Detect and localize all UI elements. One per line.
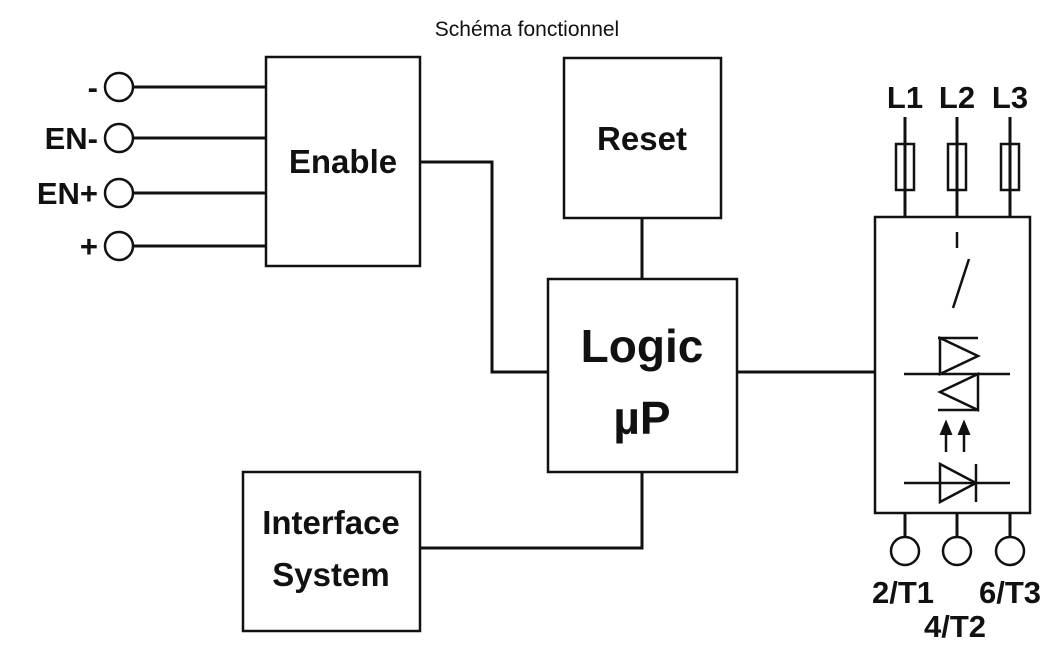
terminal-circle: [103, 230, 135, 262]
terminal-minus: -: [88, 70, 266, 105]
phase-l3-input: [999, 117, 1021, 217]
terminal-circle: [889, 535, 921, 567]
logic-box: [546, 277, 739, 474]
power-block: L1 L2 L3: [872, 80, 1041, 644]
enable-label: Enable: [289, 143, 397, 180]
interface-label-line2: System: [272, 556, 389, 593]
phase-l1-input: [894, 117, 916, 217]
enable-block: Enable: [264, 55, 422, 268]
optocoupler-arrows-icon: [939, 419, 971, 452]
phase-label-l1: L1: [887, 80, 923, 115]
terminal-label-minus: -: [88, 70, 98, 105]
output-label-t1: 2/T1: [872, 575, 934, 610]
phase-label-l3: L3: [992, 80, 1028, 115]
terminal-circle: [103, 122, 135, 154]
terminal-circle: [103, 177, 135, 209]
interface-box: [241, 470, 422, 633]
terminal-circle: [941, 535, 973, 567]
terminal-en-minus: EN-: [45, 121, 266, 156]
power-box: [873, 215, 1032, 515]
terminal-circle: [103, 71, 135, 103]
interface-block: Interface System: [241, 470, 422, 633]
triac-icon: [904, 336, 1010, 412]
logic-to-interface-wire: [420, 472, 644, 550]
terminal-label-en-plus: EN+: [37, 176, 98, 211]
diagram-title: Schéma fonctionnel: [435, 18, 619, 41]
terminal-plus: +: [80, 229, 266, 264]
phase-label-l2: L2: [939, 80, 975, 115]
logic-label-line1: Logic: [581, 320, 704, 372]
logic-block: Logic µP: [546, 277, 739, 474]
input-terminals: - EN- EN+ +: [37, 70, 266, 264]
logic-label-line2: µP: [613, 392, 670, 444]
terminal-circle: [994, 535, 1026, 567]
terminal-label-en-minus: EN-: [45, 121, 98, 156]
reset-block: Reset: [562, 56, 723, 220]
enable-box: [264, 55, 422, 268]
phase-l2-input: [946, 117, 968, 217]
interface-label-line1: Interface: [262, 504, 400, 541]
output-label-t3: 6/T3: [979, 575, 1041, 610]
reset-label: Reset: [597, 120, 687, 157]
led-diode-icon: [904, 461, 1010, 505]
terminal-en-plus: EN+: [37, 176, 266, 211]
output-terminal-t1: [889, 513, 921, 567]
terminal-label-plus: +: [80, 229, 98, 264]
output-terminal-t2: [941, 513, 973, 567]
output-label-t2: 4/T2: [924, 609, 986, 644]
output-terminal-t3: [994, 513, 1026, 567]
switch-contact-icon: [951, 232, 971, 309]
enable-to-logic-wire: [420, 160, 548, 374]
